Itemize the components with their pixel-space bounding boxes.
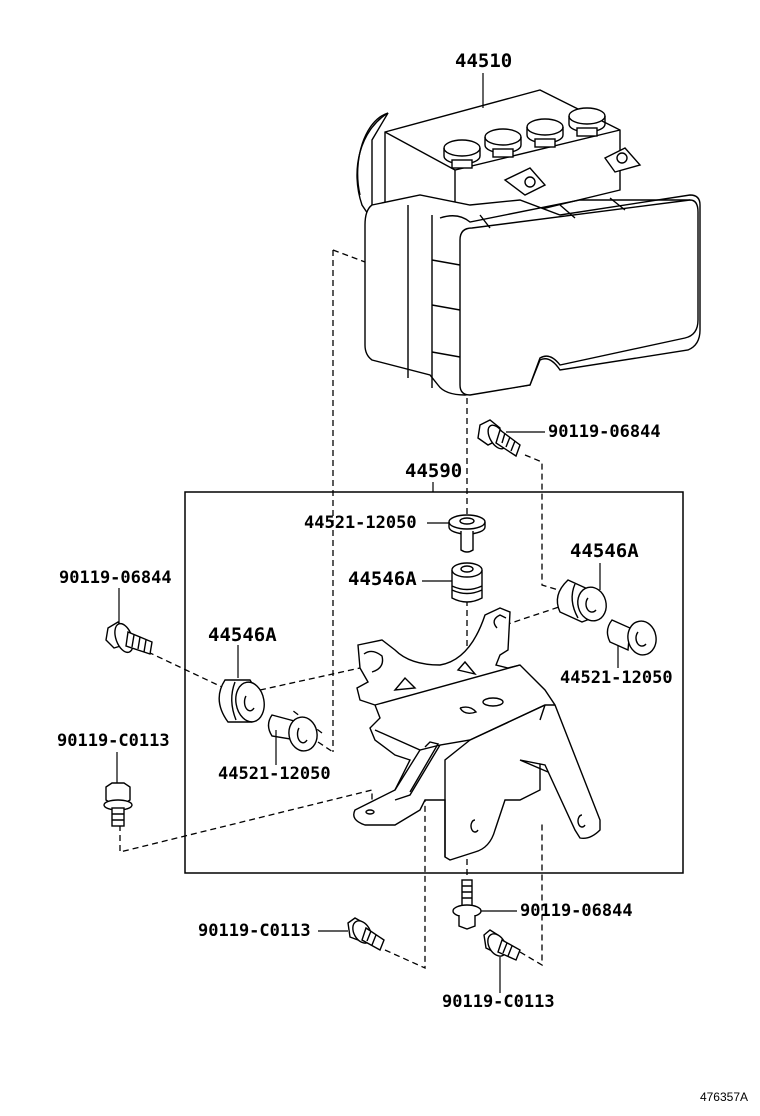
callout-bolt-bottom-left: 90119-C0113: [198, 921, 311, 941]
callout-bolt-left-lower: 90119-C0113: [57, 731, 170, 751]
actuator-caps: [443, 107, 606, 169]
assembly-dashed-lines: [119, 249, 566, 970]
cushion-right: [556, 579, 607, 623]
bolt-flange-left: [105, 621, 153, 655]
callout-bolt-bottom-right: 90119-C0113: [442, 992, 555, 1012]
bolt-flange-bottom-center: [452, 879, 482, 930]
callout-bolt-top-right: 90119-06844: [548, 422, 661, 442]
bolt-hex-left-lower: [103, 782, 133, 827]
bracket-assembly-frame: [184, 491, 684, 874]
callout-actuator: 44510: [455, 50, 513, 72]
cushion-center: [451, 562, 483, 603]
callout-cushion-right: 44546A: [570, 540, 639, 562]
bolt-hex-bottom-left: [347, 917, 385, 951]
callout-bolt-bottom-center: 90119-06844: [520, 901, 633, 921]
cushion-left: [218, 679, 265, 723]
callout-collar-center: 44521-12050: [304, 513, 417, 533]
callout-collar-right: 44521-12050: [560, 668, 673, 688]
bracket-part: [353, 607, 601, 861]
abs-actuator-part: [356, 89, 701, 396]
callout-cushion-left: 44546A: [208, 624, 277, 646]
callout-collar-left: 44521-12050: [218, 764, 331, 784]
callout-bolt-left: 90119-06844: [59, 568, 172, 588]
bolt-hex-bottom-right: [483, 929, 521, 961]
callout-bracket-assembly: 44590: [405, 460, 463, 482]
diagram-reference-code: 476357A: [699, 1090, 748, 1104]
collar-right: [606, 619, 657, 656]
callout-cushion-center: 44546A: [348, 568, 417, 590]
collar-center: [448, 514, 486, 553]
bolt-flange-top-right: [477, 419, 521, 458]
